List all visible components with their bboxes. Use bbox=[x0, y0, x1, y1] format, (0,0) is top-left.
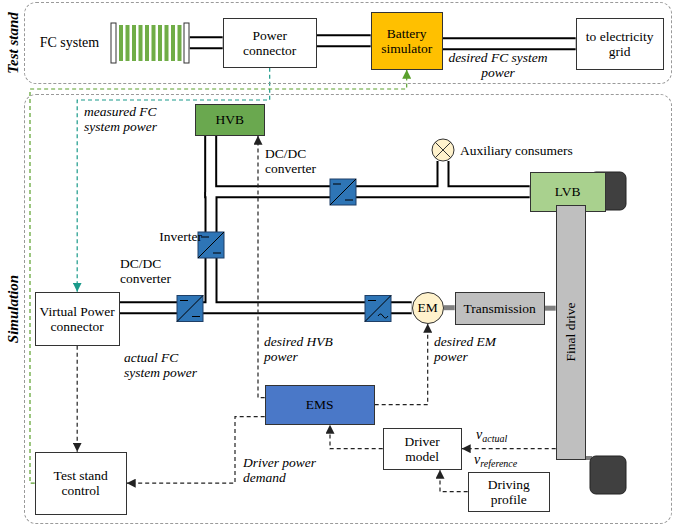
battery-simulator-box: Battery simulator bbox=[371, 12, 443, 70]
final-drive-box: Final drive bbox=[556, 205, 586, 460]
power-wire-group bbox=[120, 41, 576, 309]
motor-circle: EM bbox=[412, 292, 444, 324]
signal-label: desired EM power bbox=[434, 334, 506, 364]
dc-mark bbox=[192, 316, 200, 317]
grid-box: to electricity grid bbox=[576, 18, 664, 70]
cell-plate bbox=[177, 25, 181, 61]
inverter-diagonal bbox=[365, 296, 391, 322]
lamp-symbol bbox=[432, 139, 454, 161]
virtual-connector-box: Virtual Power connector bbox=[35, 292, 120, 346]
node-label: Power connector bbox=[224, 28, 316, 58]
dcdc-symbol bbox=[177, 296, 203, 322]
signal-label: desired FC system power bbox=[448, 50, 548, 80]
lamp-cross bbox=[435, 142, 451, 158]
drive-shaft bbox=[545, 306, 556, 311]
dcdc-diagonal bbox=[330, 179, 356, 205]
cell-plate bbox=[171, 25, 175, 61]
wheel bbox=[590, 456, 626, 494]
lamp-cross bbox=[435, 142, 451, 158]
cell-plate bbox=[119, 25, 123, 61]
fuel-cell-stack-icon bbox=[110, 22, 190, 64]
node-label: Virtual Power connector bbox=[36, 304, 119, 334]
node-label: Driving profile bbox=[469, 477, 549, 507]
node-label: FC system bbox=[40, 35, 100, 51]
component-label: Auxiliary consumers bbox=[460, 143, 665, 158]
signal-arrow bbox=[462, 448, 556, 449]
wire-gap bbox=[190, 38, 223, 47]
region-heading: Simulation bbox=[5, 275, 22, 343]
dc-mark bbox=[213, 253, 221, 254]
power-wire bbox=[190, 36, 223, 49]
dcdc-symbol bbox=[330, 179, 356, 205]
component-label: DC/DC converter bbox=[120, 256, 190, 286]
signal-label: actual FC system power bbox=[124, 350, 200, 380]
node-label: Battery simulator bbox=[372, 26, 442, 56]
node-label: Transmission bbox=[461, 301, 539, 316]
power-wire bbox=[443, 37, 576, 50]
dcdc-symbol bbox=[330, 179, 356, 205]
cell-plate bbox=[158, 25, 162, 61]
signal-group bbox=[30, 68, 556, 492]
speed-label: vactual bbox=[476, 427, 546, 444]
signal-arrow bbox=[440, 470, 468, 492]
component-label: Inverter bbox=[146, 229, 202, 244]
speed-label: vreference bbox=[474, 452, 554, 469]
dcdc-symbol bbox=[177, 296, 203, 322]
node-label: LVB bbox=[552, 184, 584, 199]
wire-gap bbox=[443, 39, 576, 48]
lamp-symbol bbox=[432, 139, 454, 161]
node-label: Final drive bbox=[563, 300, 578, 365]
dcdc-diagonal bbox=[177, 296, 203, 322]
node-label: to electricity grid bbox=[577, 29, 663, 59]
test-stand-region: Test standFC systemPower connectorBatter… bbox=[24, 2, 672, 84]
cell-plate bbox=[125, 25, 129, 61]
signal-arrow bbox=[375, 324, 428, 405]
node-label: EM bbox=[415, 300, 441, 315]
node-label: HVB bbox=[212, 112, 247, 127]
ems-box: EMS bbox=[265, 385, 375, 425]
signal-arrow bbox=[330, 425, 383, 449]
signal-label: measured FC system power bbox=[84, 104, 192, 134]
signal-label: Driver power demand bbox=[243, 455, 331, 485]
wire-gap-group bbox=[120, 41, 576, 309]
cell-plate bbox=[151, 25, 155, 61]
cell-plate bbox=[164, 25, 168, 61]
wire-gap bbox=[317, 36, 371, 45]
test-stand-control-box: Test stand control bbox=[35, 452, 127, 515]
signal-arrow bbox=[30, 70, 407, 484]
dc-mark bbox=[333, 184, 341, 185]
cell-plate bbox=[132, 25, 136, 61]
dc-mark bbox=[345, 200, 353, 201]
driver-model-box: Driver model bbox=[383, 428, 462, 470]
node-label: EMS bbox=[303, 397, 337, 412]
signal-label: desired HVB power bbox=[264, 334, 336, 364]
hvb-box: HVB bbox=[195, 104, 265, 136]
drive-shaft bbox=[444, 305, 455, 310]
region-heading: Test stand bbox=[5, 12, 22, 74]
driving-profile-box: Driving profile bbox=[468, 472, 550, 512]
dc-mark bbox=[368, 300, 376, 301]
dc-mark bbox=[201, 237, 209, 238]
ac-mark bbox=[378, 314, 388, 318]
inverter-symbol bbox=[365, 296, 391, 322]
inverter-symbol bbox=[365, 296, 391, 322]
transmission-box: Transmission bbox=[455, 292, 545, 325]
signal-arrow bbox=[77, 346, 78, 452]
node-label: Driver model bbox=[384, 434, 461, 464]
cell-plate bbox=[138, 25, 142, 61]
dc-mark bbox=[180, 300, 188, 301]
fc-system-stack: FC system bbox=[40, 22, 190, 64]
power-connector-box: Power connector bbox=[223, 18, 317, 68]
signal-arrow bbox=[77, 68, 269, 292]
signal-arrow bbox=[258, 136, 265, 398]
node-label: Test stand control bbox=[36, 468, 126, 498]
cell-plate bbox=[145, 25, 149, 61]
power-wire bbox=[317, 34, 371, 47]
component-label: DC/DC converter bbox=[265, 146, 331, 176]
end-plate bbox=[111, 23, 116, 63]
simulation-region: SimulationHVBLVBVirtual Power connectorE… bbox=[24, 94, 672, 524]
end-plate bbox=[184, 23, 189, 63]
